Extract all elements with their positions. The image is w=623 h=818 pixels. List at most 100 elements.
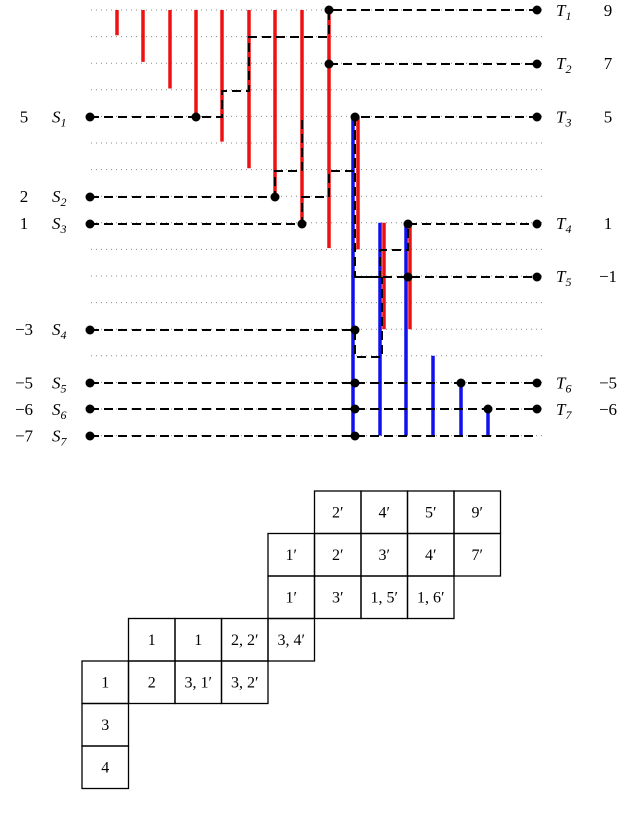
target-value-label: 9: [604, 1, 613, 20]
tableau-cell-label: 1: [101, 674, 109, 691]
path-node: [532, 112, 542, 122]
target-name-label: T7: [556, 400, 572, 422]
path-node: [403, 219, 413, 229]
path-node: [532, 59, 542, 69]
tableau-cell-label: 3, 4′: [278, 632, 306, 649]
tableau-cell-label: 1, 6′: [417, 589, 445, 606]
target-subscript: 5: [565, 275, 571, 289]
path-node: [403, 272, 413, 282]
target-value-label: −5: [599, 373, 617, 392]
tableau-cell-label: 4: [101, 759, 109, 776]
target-value-label: −1: [599, 267, 617, 286]
path-node: [270, 192, 280, 202]
tableau-cell-label: 1′: [286, 547, 298, 564]
tableau-cell-label: 1, 5′: [371, 589, 399, 606]
source-subscript: 2: [61, 195, 67, 209]
tableau-cell-label: 1′: [286, 589, 298, 606]
target-name-label: T2: [556, 54, 571, 76]
target-subscript: 1: [565, 9, 571, 23]
source-value-label: −5: [15, 373, 33, 392]
path-node: [350, 112, 360, 122]
source-subscript: 5: [61, 381, 67, 395]
tableau-cell-label: 1: [148, 632, 156, 649]
target-name-label: T4: [556, 214, 571, 236]
path-node: [532, 378, 542, 388]
target-subscript: 7: [565, 408, 572, 422]
tableau-cell-label: 4′: [425, 547, 437, 564]
tableau-cell-label: 5′: [425, 504, 437, 521]
path-node: [324, 59, 334, 69]
source-value-label: 1: [20, 214, 29, 233]
source-value-label: 2: [20, 187, 29, 206]
dashed-path: [90, 116, 537, 225]
tableau-cell: [406, 575, 455, 620]
tableau-cell-label: 3, 2′: [231, 674, 259, 691]
tableau-cell: [81, 745, 130, 790]
path-node: [85, 192, 95, 202]
path-node: [456, 378, 466, 388]
source-value-label: −7: [15, 427, 34, 446]
source-name-label: S3: [52, 214, 67, 236]
path-node: [350, 404, 360, 414]
tableau-cell-label: 1: [194, 632, 202, 649]
target-name-label: T6: [556, 373, 571, 395]
path-node: [85, 219, 95, 229]
dashed-path: [90, 9, 537, 118]
dashed-path: [90, 277, 383, 358]
path-node: [350, 378, 360, 388]
path-node: [85, 378, 95, 388]
path-node: [532, 219, 542, 229]
path-node: [483, 404, 493, 414]
tableau-cell-label: 2, 2′: [231, 632, 259, 649]
source-value-label: −6: [15, 400, 33, 419]
path-node: [532, 272, 542, 282]
path-node: [85, 325, 95, 335]
path-node: [85, 112, 95, 122]
path-node: [532, 404, 542, 414]
tableau-cell-label: 7′: [472, 547, 484, 564]
target-subscript: 6: [565, 381, 571, 395]
tableau-cell-label: 4′: [379, 504, 391, 521]
source-name-label: S4: [52, 320, 67, 342]
source-name-label: S2: [52, 187, 67, 209]
tableau-cell: [267, 617, 316, 662]
source-name-label: S6: [52, 400, 67, 422]
tableau-cell-label: 3, 1′: [185, 674, 213, 691]
target-name-label: T1: [556, 1, 571, 23]
target-value-label: 7: [604, 54, 613, 73]
tableau-cell-label: 2: [148, 674, 156, 691]
tableau-cell-label: 2′: [332, 504, 344, 521]
dashed-path: [90, 117, 303, 198]
path-node: [350, 325, 360, 335]
target-name-label: T3: [556, 107, 571, 129]
tableau-cell-label: 3′: [332, 589, 344, 606]
tableau-cell: [453, 532, 502, 577]
target-name-label: T5: [556, 267, 571, 289]
tableau-cell-label: 9′: [472, 504, 484, 521]
source-subscript: 6: [61, 408, 67, 422]
source-subscript: 7: [61, 435, 68, 449]
source-subscript: 4: [61, 328, 67, 342]
path-node: [532, 5, 542, 15]
path-node: [191, 112, 201, 122]
path-node: [85, 431, 95, 441]
tableau-cell-label: 2′: [332, 547, 344, 564]
path-node: [324, 5, 334, 15]
source-name-label: S7: [52, 427, 68, 449]
source-subscript: 1: [61, 115, 67, 129]
tableau-cell-label: 3: [101, 717, 109, 734]
path-node: [350, 431, 360, 441]
source-value-label: 5: [20, 107, 29, 126]
path-node: [85, 404, 95, 414]
target-value-label: 1: [604, 214, 613, 233]
path-node: [297, 219, 307, 229]
target-value-label: 5: [604, 107, 613, 126]
target-subscript: 3: [564, 115, 571, 129]
tableau-cell: [220, 660, 269, 705]
target-subscript: 2: [565, 62, 571, 76]
target-value-label: −6: [599, 400, 617, 419]
target-subscript: 4: [565, 222, 571, 236]
source-name-label: S1: [52, 107, 67, 129]
tableau-cell-label: 3′: [379, 547, 391, 564]
